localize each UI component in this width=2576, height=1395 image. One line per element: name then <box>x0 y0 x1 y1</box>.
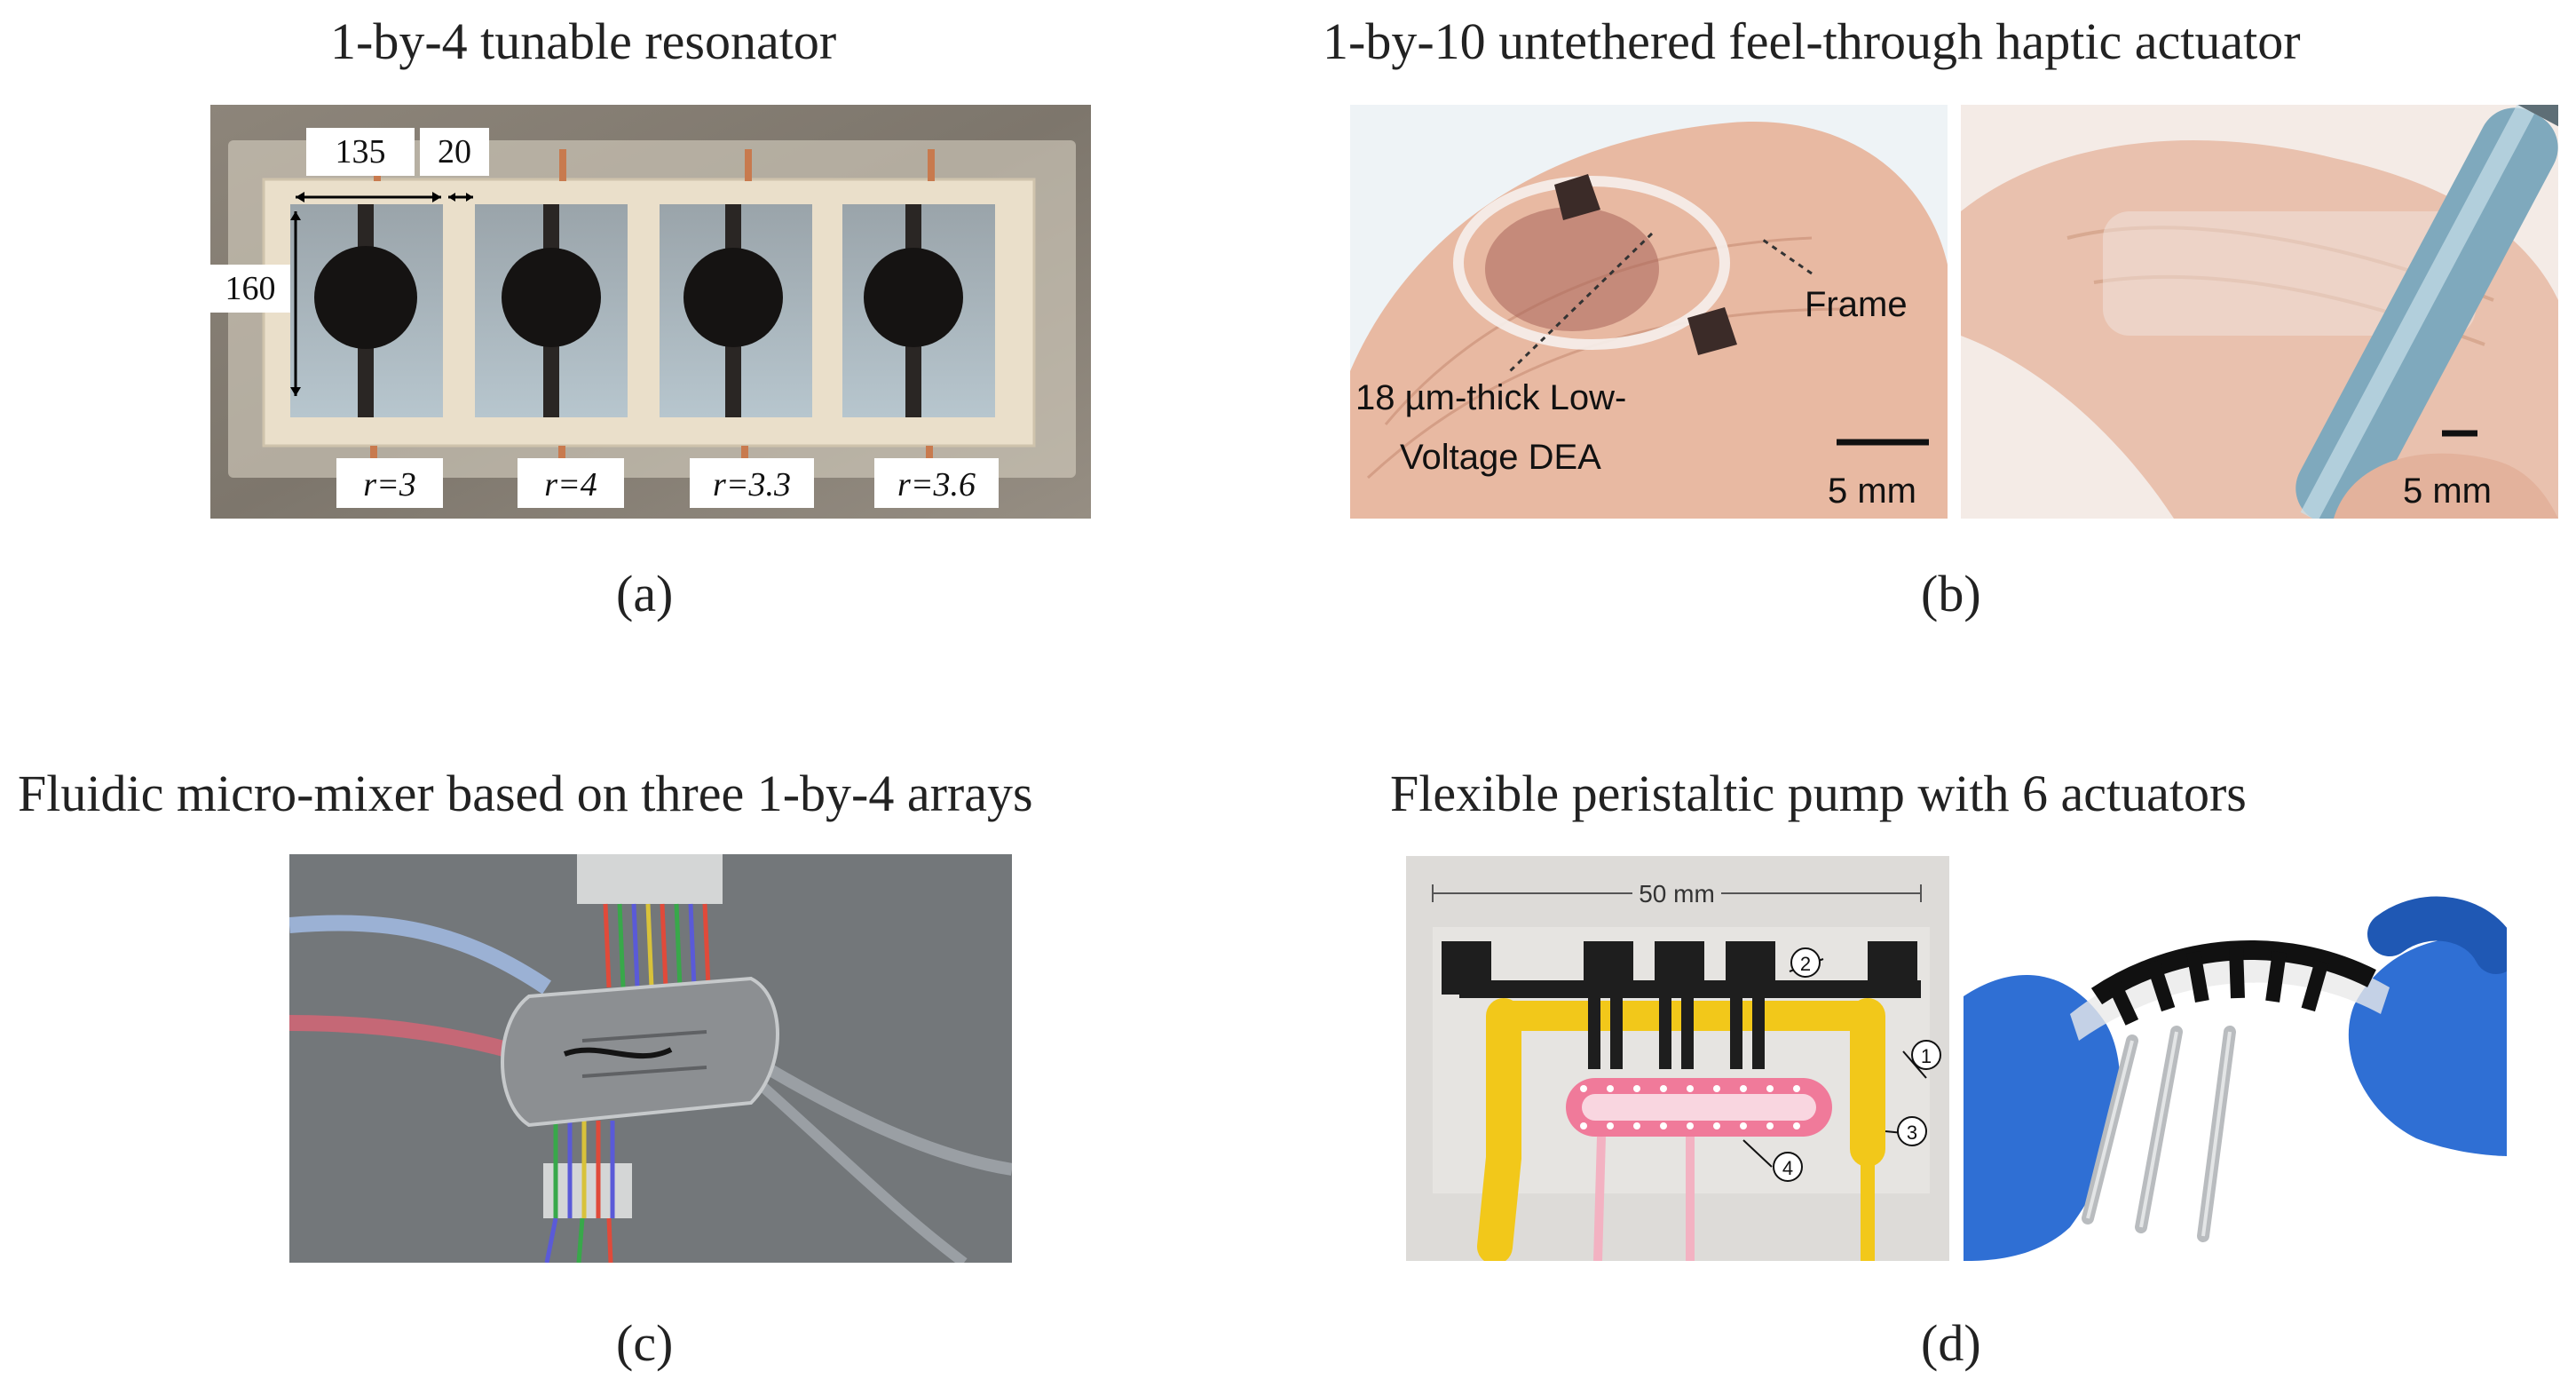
wires-top <box>603 903 711 988</box>
scale-label-50mm: 50 mm <box>1639 880 1715 908</box>
micro-mixer-illustration <box>289 854 1012 1263</box>
wires-bottom <box>544 1121 615 1263</box>
ratio-label-4: r=3.6 <box>897 466 976 503</box>
connector-top <box>577 854 723 904</box>
glove-right <box>2348 937 2507 1156</box>
glove-left <box>1964 975 2121 1261</box>
panel-a-title: 1-by-4 tunable resonator <box>330 12 837 70</box>
dea-label-line2: Voltage DEA <box>1400 438 1601 477</box>
resonator-illustration: 135 20 160 r=3 r=4 r=3.3 r=3.6 <box>210 105 1091 519</box>
membrane-disc <box>502 248 601 347</box>
callout-markers <box>1742 947 1941 1182</box>
callout-3: 3 <box>1907 1122 1917 1144</box>
callout-4: 4 <box>1782 1157 1793 1179</box>
panel-c-caption: (c) <box>616 1314 674 1372</box>
frame-label: Frame <box>1805 285 1908 324</box>
panel-d-caption: (d) <box>1921 1314 1981 1372</box>
dim-box-20 <box>420 128 489 176</box>
dim-label-160: 160 <box>225 270 276 307</box>
membrane-disc <box>684 248 783 347</box>
actuator-frame <box>1453 176 1730 350</box>
mixer-chip <box>501 976 779 1128</box>
resonator-cell-4 <box>842 204 995 417</box>
panel-d-photo-flexible-pump-glove <box>1964 890 2507 1261</box>
panel-b-caption: (b) <box>1921 565 1981 622</box>
membrane-disc <box>864 248 963 347</box>
dea-label-line1: 18 µm-thick Low- <box>1355 378 1626 417</box>
yellow-tube-left <box>1477 998 1521 1261</box>
outlet-tube-1 <box>747 1052 1012 1176</box>
blue-tube <box>289 915 551 995</box>
panel-c-title: Fluidic micro-mixer based on three 1-by-… <box>18 765 1033 822</box>
dim-label-20: 20 <box>438 133 471 170</box>
panel-b-title: 1-by-10 untethered feel-through haptic a… <box>1323 12 2301 70</box>
membrane-disc <box>314 246 417 349</box>
pink-tubes-out <box>1593 1136 1695 1261</box>
panel-c-photo-micro-mixer <box>289 854 1012 1263</box>
outlet-tube-2 <box>747 1072 968 1263</box>
scale-label-right: 5 mm <box>2403 472 2492 511</box>
dea-membrane <box>1485 207 1659 331</box>
actuator-blocks <box>1442 941 1921 998</box>
dim-box-135 <box>306 128 415 176</box>
dim-label-135: 135 <box>336 133 386 170</box>
mixing-channel <box>563 1047 673 1059</box>
resonator-cell-2 <box>475 204 628 417</box>
panel-d-title: Flexible peristaltic pump with 6 actuato… <box>1390 765 2247 822</box>
thumb <box>2334 453 2558 519</box>
panel-a-caption: (a) <box>616 565 674 622</box>
channel-dots <box>1580 1085 1800 1129</box>
electrode-top <box>1554 174 1600 220</box>
electrode-bottom <box>1687 307 1737 355</box>
ratio-label-1: r=3 <box>363 466 415 503</box>
actuator-ticks <box>2104 947 2329 1026</box>
pump-illustration: 50 mm <box>1406 856 1949 1261</box>
actuator-film <box>2103 211 2476 336</box>
panel-b-photo-haptic-pen: 5 mm <box>1961 105 2558 519</box>
dim-box-160 <box>210 265 290 313</box>
connector-bottom <box>543 1163 632 1218</box>
panel-a-photo-tunable-resonator: 135 20 160 r=3 r=4 r=3.3 r=3.6 <box>210 105 1091 519</box>
pen <box>2295 105 2558 519</box>
resonator-cell-1 <box>290 204 443 417</box>
haptic-pen-illustration: 5 mm <box>1961 105 2558 519</box>
ratio-label-2: r=4 <box>544 466 597 503</box>
fingertip <box>1350 122 1948 519</box>
actuator-fingers <box>1588 998 1765 1069</box>
callout-1: 1 <box>1921 1045 1932 1067</box>
ratio-label-3: r=3.3 <box>713 466 791 503</box>
scale-label-left: 5 mm <box>1828 472 1916 511</box>
pump-glove-illustration <box>1964 890 2507 1261</box>
callout-2: 2 <box>1800 953 1811 975</box>
panel-b-photo-haptic-actuator: Frame 18 µm-thick Low- Voltage DEA 5 mm <box>1350 105 1948 519</box>
haptic-finger-illustration: Frame 18 µm-thick Low- Voltage DEA 5 mm <box>1350 105 1948 519</box>
resonator-cell-3 <box>660 204 812 417</box>
panel-d-photo-peristaltic-pump: 50 mm <box>1406 856 1949 1261</box>
